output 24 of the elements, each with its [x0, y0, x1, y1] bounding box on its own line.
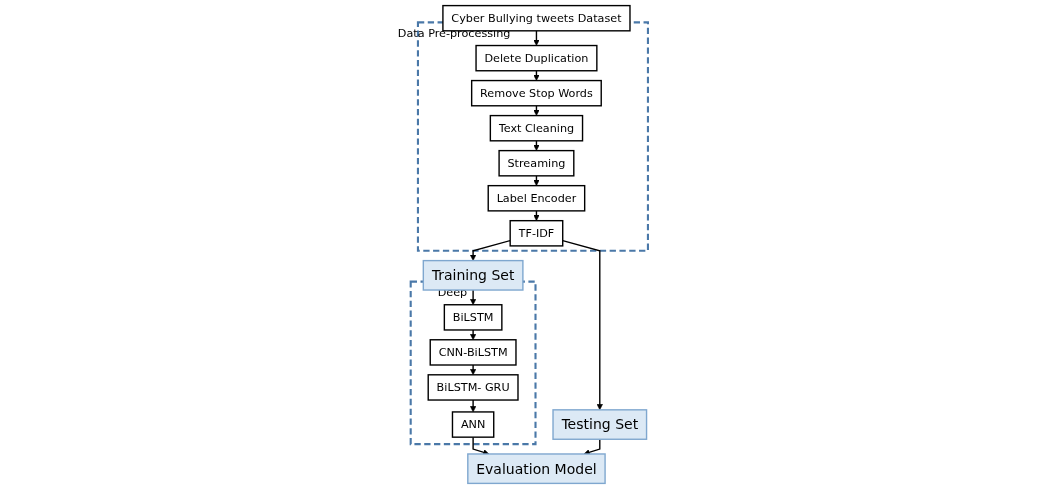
node-box: CNN-BiLSTM — [429, 339, 517, 366]
node-box: Cyber Bullying tweets Dataset — [441, 4, 631, 32]
arrow — [469, 289, 476, 306]
node-box: Label Encoder — [487, 184, 586, 212]
arrow — [533, 30, 540, 46]
arrow — [469, 329, 476, 341]
node-box: Delete Duplication — [475, 44, 598, 72]
node-box: Remove Stop Words — [470, 79, 602, 107]
node-box: Evaluation Model — [466, 453, 606, 485]
node-box: BiLSTM- GRU — [427, 374, 519, 401]
arrow — [533, 175, 540, 186]
arrow — [533, 140, 540, 151]
arrow — [533, 105, 540, 116]
node-box: Training Set — [422, 259, 524, 291]
node-box: ANN — [451, 411, 495, 438]
node-box: Text Cleaning — [489, 114, 583, 142]
arrow — [469, 364, 476, 376]
arrow — [469, 399, 476, 413]
node-box: Streaming — [498, 149, 575, 177]
node-box: TF-IDF — [509, 220, 564, 247]
arrow — [533, 210, 540, 221]
arrow — [533, 70, 540, 81]
node-box: BiLSTM — [443, 304, 503, 331]
node-box: Testing Set — [552, 409, 647, 440]
